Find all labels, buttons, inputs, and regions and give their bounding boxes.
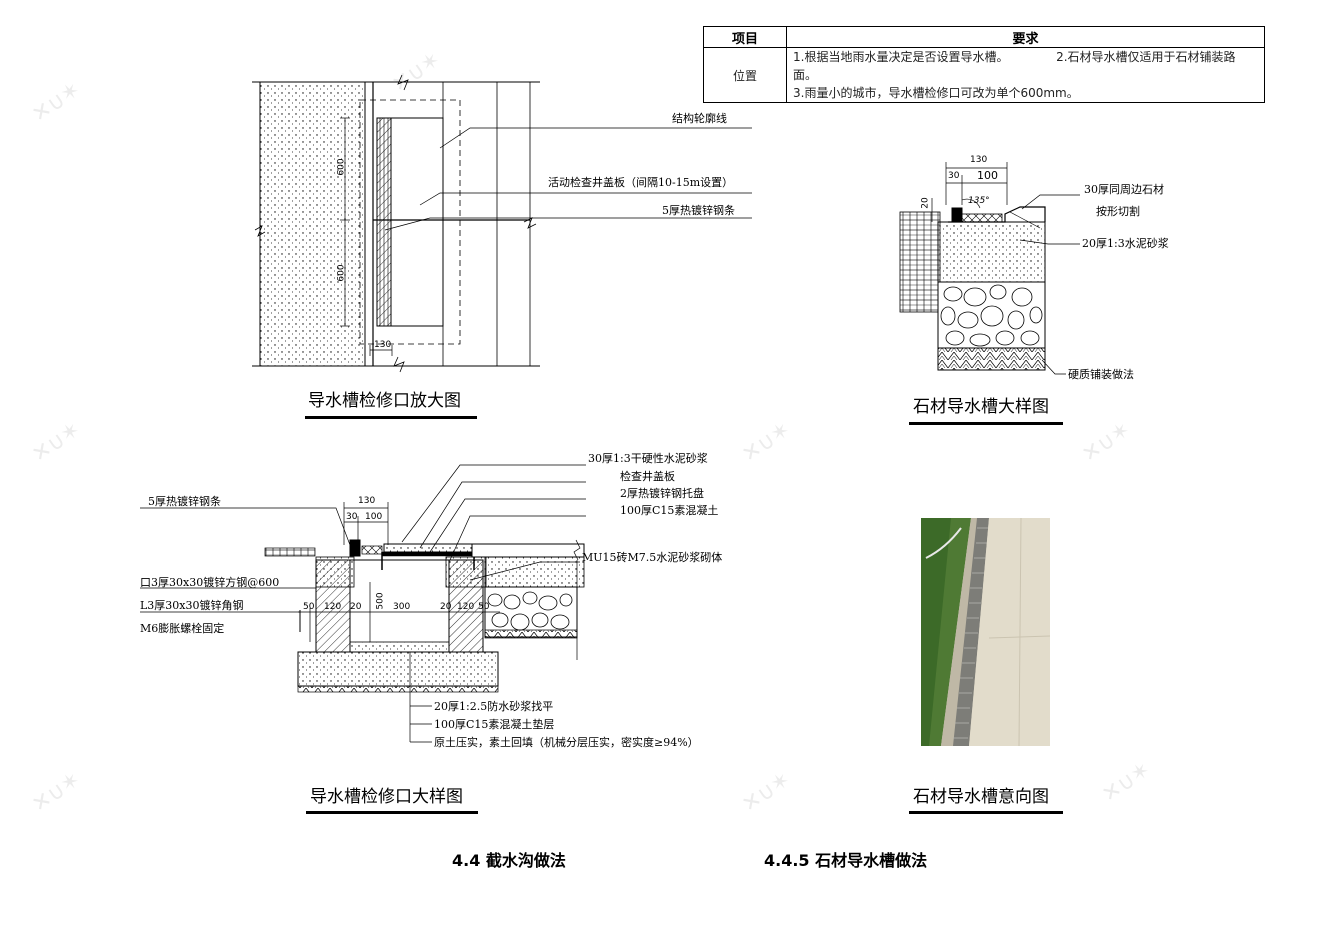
fig3-caption: 导水槽检修口大样图 — [310, 787, 463, 807]
fig2-dim-total: 130 — [970, 155, 988, 165]
fig3-dim-30: 30 — [346, 512, 358, 522]
fig1-concrete-edge — [259, 81, 366, 367]
requirements-table: 项目 要求 位置 1.根据当地雨水量决定是否设置导水槽。 2.石材导水槽仅适用于… — [703, 26, 1265, 103]
table-cell-location: 位置 — [703, 47, 787, 103]
fig3-label-angle-steel: L3厚30x30镀锌角钢 — [140, 599, 244, 612]
fig2-dim-30: 30 — [948, 171, 960, 181]
section-title-left: 4.4 截水沟做法 — [452, 851, 566, 870]
fig2-dim-100: 100 — [977, 169, 998, 182]
fig2-caption: 石材导水槽大样图 — [913, 397, 1049, 417]
fig3-label-square-tube: 口3厚30x30镀锌方钢@600 — [140, 576, 280, 589]
fig1-label-steel-bar: 5厚热镀锌钢条 — [662, 204, 735, 217]
fig3-dim-depth: 500 — [375, 592, 386, 610]
fig1-plan-view — [252, 74, 752, 373]
fig3-label-masonry: MU15砖M7.5水泥砂浆砌体 — [582, 551, 723, 564]
fig3-dim-b1: 120 — [324, 602, 342, 612]
fig3-dim-b0: 50 — [303, 602, 315, 612]
fig1-dim-upper: 600 — [336, 158, 347, 176]
table-cell-requirements: 1.根据当地雨水量决定是否设置导水槽。 2.石材导水槽仅适用于石材铺装路面。 3… — [786, 47, 1265, 103]
fig1-label-inspection-cover: 活动检查井盖板（间隔10-15m设置） — [548, 176, 734, 189]
fig2-label-stone: 30厚同周边石材 — [1084, 183, 1164, 196]
fig2-stone-drain-detail — [899, 162, 1080, 375]
fig2-label-cut: 按形切割 — [1096, 205, 1140, 218]
fig1-label-structure-outline: 结构轮廓线 — [672, 112, 727, 125]
fig4-caption: 石材导水槽意向图 — [913, 787, 1049, 807]
fig2-label-mortar: 20厚1:3水泥砂浆 — [1082, 237, 1169, 250]
fig3-section-detail — [140, 464, 586, 743]
fig2-label-paving: 硬质铺装做法 — [1068, 368, 1134, 381]
fig3-label-dry-mortar: 30厚1:3干硬性水泥砂浆 — [588, 452, 708, 465]
fig3-dim-b6: 50 — [478, 602, 490, 612]
fig3-dim-b2: 20 — [350, 602, 362, 612]
fig1-caption-underline — [305, 416, 477, 419]
fig1-inspection-cover — [390, 117, 444, 327]
table-row: 位置 1.根据当地雨水量决定是否设置导水槽。 2.石材导水槽仅适用于石材铺装路面… — [703, 47, 1265, 103]
fig3-label-bolt: M6膨胀螺栓固定 — [140, 622, 225, 635]
fig3-dim-total: 130 — [358, 496, 376, 506]
fig3-label-steel-bar: 5厚热镀锌钢条 — [148, 495, 221, 508]
fig1-dim-width: 130 — [374, 340, 392, 350]
fig2-caption-underline — [909, 422, 1063, 425]
section-title-right: 4.4.5 石材导水槽做法 — [764, 851, 928, 870]
fig2-dim-20: 20 — [920, 197, 931, 209]
fig1-caption: 导水槽检修口放大图 — [308, 391, 461, 411]
fig3-dim-b5: 120 — [457, 602, 475, 612]
fig3-label-concrete: 100厚C15素混凝土 — [620, 504, 719, 517]
requirement-2: 2.石材导水槽仅适用于石材铺装路面。 — [793, 50, 1236, 82]
fig3-label-backfill: 原土压实，素土回填（机械分层压实，密实度≥94%） — [434, 736, 699, 749]
fig3-dim-b4: 20 — [440, 602, 452, 612]
fig3-dim-b3: 300 — [393, 602, 411, 612]
fig1-structure-outline — [359, 99, 461, 345]
fig4-reference-photo — [921, 518, 1050, 746]
fig2-dim-angle: 135° — [968, 196, 990, 206]
fig1-dim-lower: 600 — [336, 264, 347, 282]
requirement-3: 3.雨量小的城市，导水槽检修口可改为单个600mm。 — [793, 86, 1079, 100]
fig3-dim-100: 100 — [365, 512, 383, 522]
fig3-label-waterproof: 20厚1:2.5防水砂浆找平 — [434, 700, 554, 713]
fig3-label-cover: 检查井盖板 — [620, 470, 675, 483]
fig3-caption-underline — [306, 811, 478, 814]
fig3-label-cushion: 100厚C15素混凝土垫层 — [434, 718, 555, 731]
fig4-caption-underline — [909, 811, 1063, 814]
requirement-1: 1.根据当地雨水量决定是否设置导水槽。 — [793, 50, 1009, 64]
fig3-label-tray: 2厚热镀锌钢托盘 — [620, 487, 704, 500]
fig4-photo-drawing — [921, 518, 1050, 746]
